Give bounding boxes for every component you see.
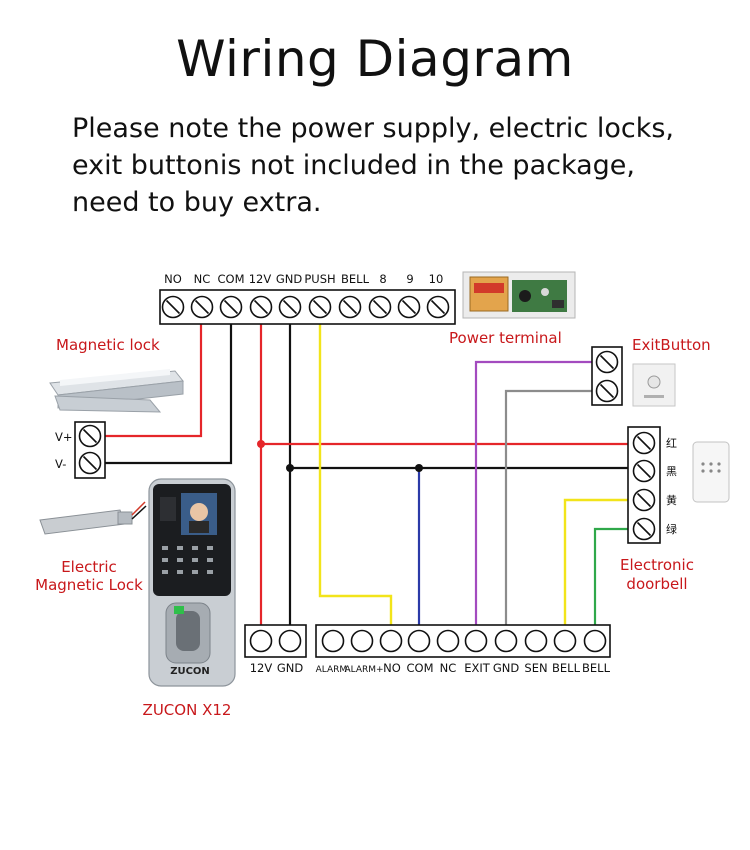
device-pwr-gnd-label: GND — [277, 661, 304, 675]
pt-label-no: NO — [164, 272, 182, 286]
power-terminal-block: NO NC COM 12V GND PUSH BELL 8 9 10 — [159, 272, 456, 325]
device-term-bell-1: BELL — [552, 661, 581, 675]
device-term-exit: EXIT — [464, 661, 491, 675]
pt-label-com: COM — [217, 272, 244, 286]
pt-label-8: 8 — [379, 272, 386, 286]
electric-lock-label-line2: Magnetic Lock — [35, 576, 143, 594]
pt-label-10: 10 — [429, 272, 444, 286]
wire-exit-purple — [474, 360, 592, 625]
package-note: Please note the power supply, electric l… — [72, 110, 712, 221]
electric-lock-label-line1: Electric — [61, 558, 117, 576]
wires — [104, 307, 633, 625]
wire-com-to-maglock-vminus — [104, 307, 233, 465]
wire-gnd-gray — [504, 389, 592, 625]
device-brand: ZUCON — [170, 666, 210, 677]
note-line-1: Please note the power supply, electric l… — [72, 113, 674, 144]
pt-label-push: PUSH — [304, 272, 335, 286]
wire-push-to-no — [318, 307, 393, 625]
pt-label-9: 9 — [406, 272, 413, 286]
junction-com — [415, 464, 423, 472]
magnetic-lock-image — [49, 369, 184, 413]
device-pwr-12v-label: 12V — [250, 661, 273, 675]
doorbell-terminal-red: 红 — [666, 437, 677, 450]
device-term-com: COM — [406, 661, 433, 675]
device-term-bell-2: BELL — [582, 661, 611, 675]
junction-12v — [257, 440, 265, 448]
device-term-alarm-minus: ALARM- — [316, 665, 351, 675]
diagram-title: Wiring Diagram — [176, 30, 574, 88]
power-terminal-label: Power terminal — [449, 329, 562, 347]
device-term-sen: SEN — [524, 661, 547, 675]
maglock-vminus-label: V- — [55, 457, 66, 471]
device-signal-terminal — [315, 624, 611, 658]
wire-nc-to-maglock-vplus — [104, 307, 203, 438]
exit-button-image — [632, 363, 676, 407]
pt-label-bell: BELL — [341, 272, 370, 286]
pt-label-12v: 12V — [249, 272, 272, 286]
pt-label-gnd: GND — [276, 272, 303, 286]
power-supply-image — [462, 271, 576, 319]
electric-lock-image — [39, 501, 147, 535]
device-term-no: NO — [383, 661, 401, 675]
device-power-terminal — [244, 624, 307, 658]
exit-button-label: ExitButton — [632, 336, 711, 354]
magnetic-lock-terminal — [74, 421, 106, 479]
exit-button-terminal — [591, 346, 623, 406]
device-term-gnd: GND — [493, 661, 520, 675]
note-line-3: need to buy extra. — [72, 187, 322, 218]
doorbell-terminal-black: 黑 — [666, 465, 677, 478]
device-label: ZUCON X12 — [143, 701, 232, 719]
note-line-2: exit buttonis not included in the packag… — [72, 150, 635, 181]
magnetic-lock-label: Magnetic lock — [56, 336, 160, 354]
device-term-nc: NC — [440, 661, 457, 675]
pt-label-nc: NC — [194, 272, 211, 286]
maglock-vplus-label: V+ — [55, 430, 73, 444]
doorbell-terminal-yellow: 黄 — [666, 493, 677, 507]
doorbell-terminal-green: 绿 — [666, 522, 677, 536]
doorbell-terminal — [627, 426, 661, 544]
junction-gnd — [286, 464, 294, 472]
device-image — [148, 478, 236, 687]
device-term-alarm-plus: ALARM+ — [344, 665, 383, 675]
wire-bell-yellow — [563, 498, 633, 625]
doorbell-label-line1: Electronic — [620, 556, 694, 574]
wire-bell-green — [593, 527, 633, 625]
doorbell-image — [692, 441, 730, 503]
doorbell-label-line2: doorbell — [626, 575, 687, 593]
